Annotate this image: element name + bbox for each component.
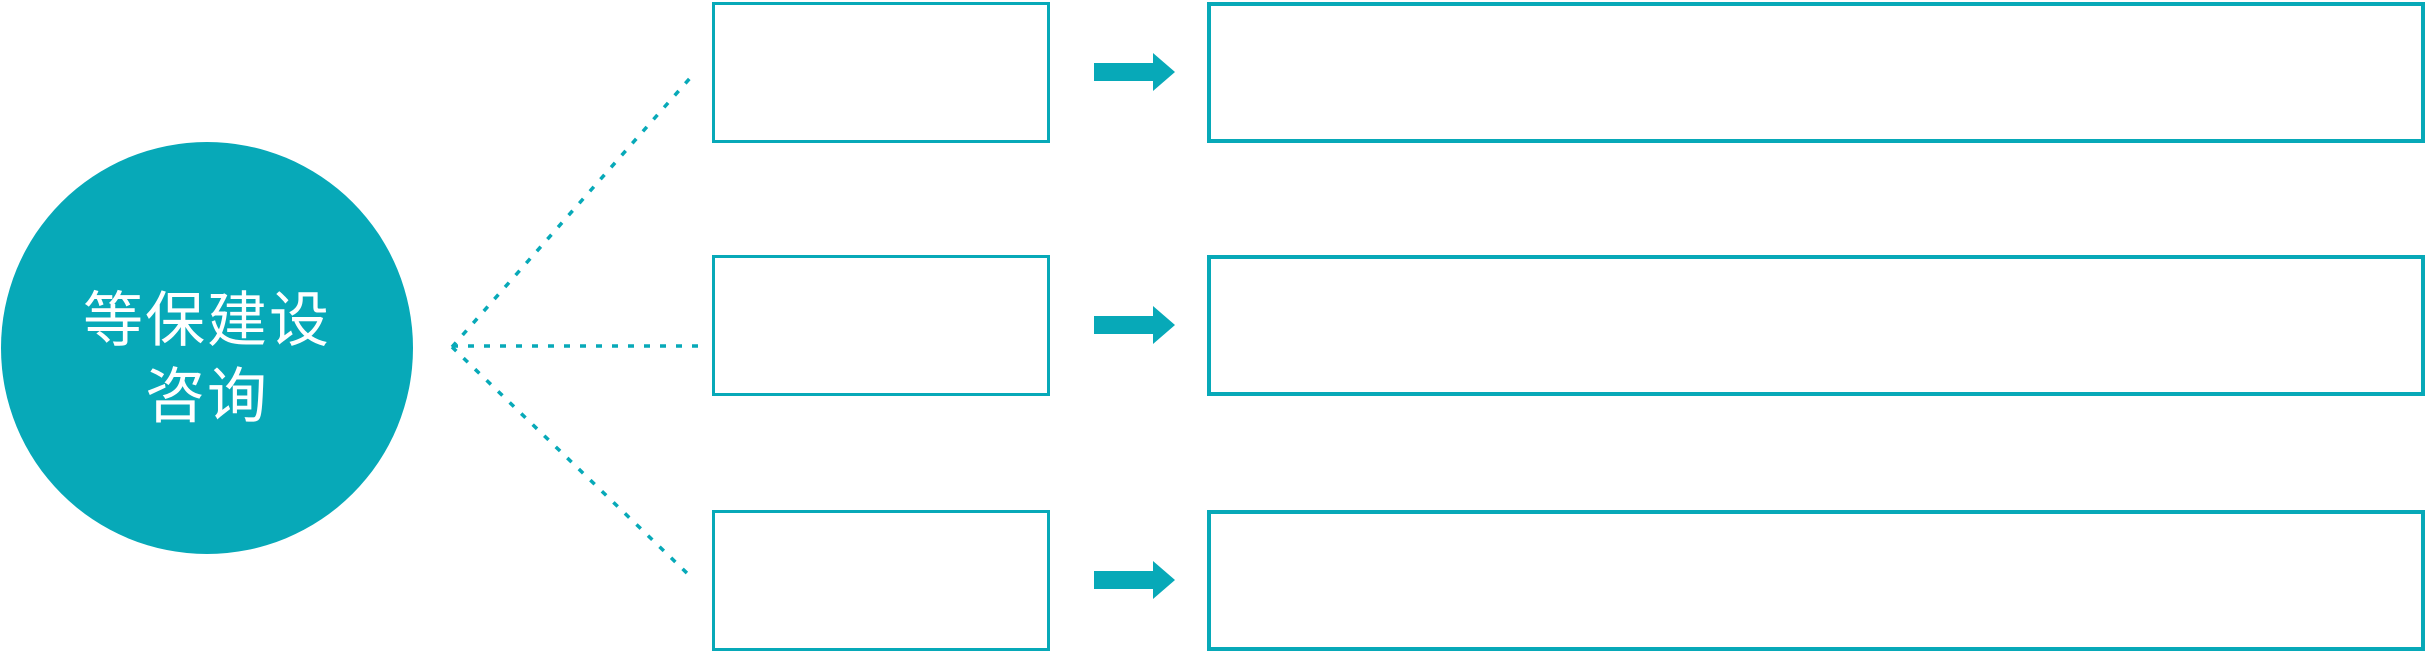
right-arrow-icon [1094,561,1175,599]
dotted-connector-line-bottom [450,345,693,579]
description-box-3 [1207,510,2425,651]
dotted-connector-line-top [450,75,693,349]
topic-circle-line1: 等保建设 [83,287,331,354]
description-box-2 [1207,255,2425,396]
description-box-1 [1207,2,2425,143]
topic-circle: 等保建设 咨询 [1,142,413,554]
category-box-1 [712,2,1050,143]
category-box-2 [712,255,1050,396]
topic-circle-line2: 咨询 [145,363,269,430]
category-box-3 [712,510,1050,651]
right-arrow-icon [1094,306,1175,344]
right-arrow-icon [1094,53,1175,91]
